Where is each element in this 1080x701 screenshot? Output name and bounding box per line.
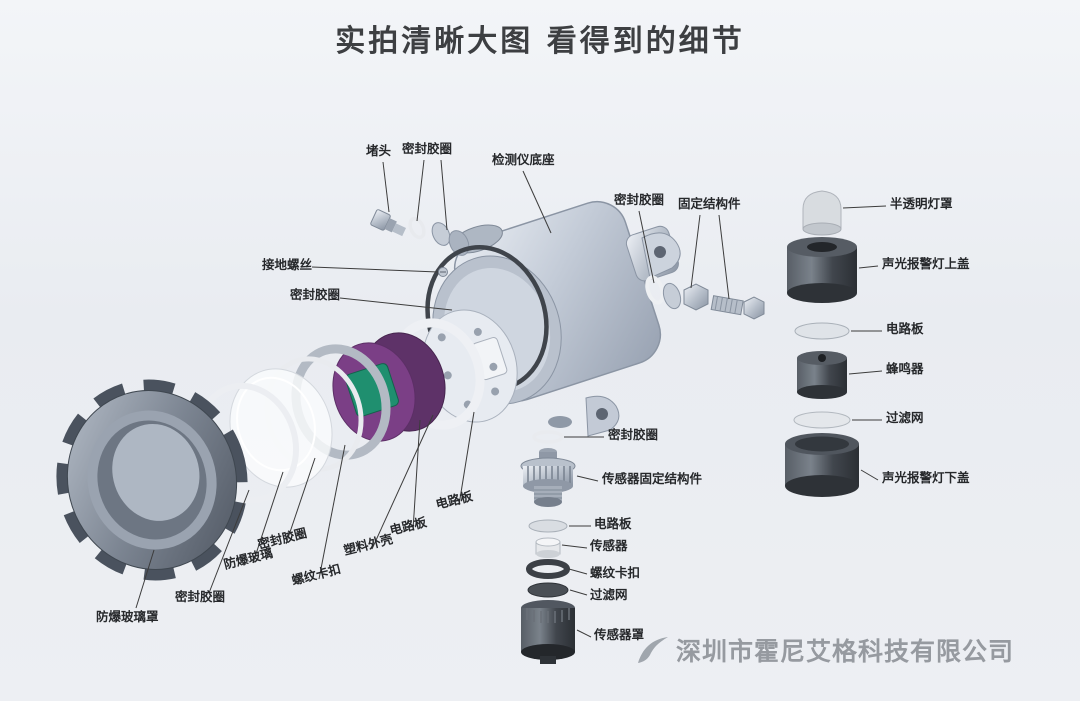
part-alarm-lower-cover [785,433,859,497]
label-translucent-lamp-cover: 半透明灯罩 [890,196,953,211]
part-filter-sensor [527,582,569,598]
watermark-text: 深圳市霍尼艾格科技有限公司 [676,637,1015,666]
part-sensor [535,537,561,558]
label-alarm-upper-cover: 声光报警灯上盖 [882,256,970,271]
part-alarm-pcb [794,322,850,340]
part-sensor-cover [521,600,575,664]
part-mounting-plate [422,309,518,423]
label-grounding-screw: 接地螺丝 [262,257,313,272]
leader-lines [135,159,887,638]
label-seal-ring-top: 密封胶圈 [402,141,453,156]
label-alarm-pcb: 电路板 [886,321,924,336]
part-sensor-pcb [528,519,568,533]
label-sensor-pcb: 电路板 [594,516,632,531]
label-snap-ring-sensor: 螺纹卡扣 [590,565,641,580]
part-seal-ring-sensor [532,430,564,444]
label-seal-oring: 密封胶圈 [290,287,341,302]
label-glass-cover: 防爆玻璃罩 [96,609,159,624]
part-grounding-screw [438,267,448,277]
label-seal-ring-sensor: 密封胶圈 [608,427,659,442]
label-filter-sensor: 过滤网 [590,587,628,602]
part-fixing-structure [662,282,765,320]
label-buzzer: 蜂鸣器 [886,361,924,376]
part-seal-ring-right [645,275,665,305]
label-sensor-cover: 传感器罩 [594,627,645,642]
part-buzzer [797,351,847,399]
watermark: 深圳市霍尼艾格科技有限公司 [636,632,1014,668]
label-sensor-fixing-structure: 传感器固定结构件 [602,471,703,486]
label-sensor: 传感器 [590,538,628,553]
label-alarm-filter: 过滤网 [886,410,924,425]
diagram-title: 实拍清晰大图 看得到的细节 [335,24,745,59]
part-plug [370,209,407,237]
part-alarm-filter [793,411,851,429]
label-seal-ring-outer: 密封胶圈 [175,589,226,604]
part-explosion-proof-glass [229,368,333,488]
part-translucent-lamp-cover [802,190,842,236]
label-plug: 堵头 [366,143,392,158]
feather-logo-icon [638,637,668,663]
part-glass-cover-bezel [56,379,248,581]
part-alarm-upper-cover [787,237,857,303]
part-sensor-fixing-structure [520,448,576,507]
label-detector-base: 检测仪底座 [492,152,555,167]
label-alarm-lower-cover: 声光报警灯下盖 [882,470,970,485]
part-snap-ring-sensor [526,559,570,579]
label-fixing-structure: 固定结构件 [678,196,741,211]
label-seal-ring-right: 密封胶圈 [614,192,665,207]
